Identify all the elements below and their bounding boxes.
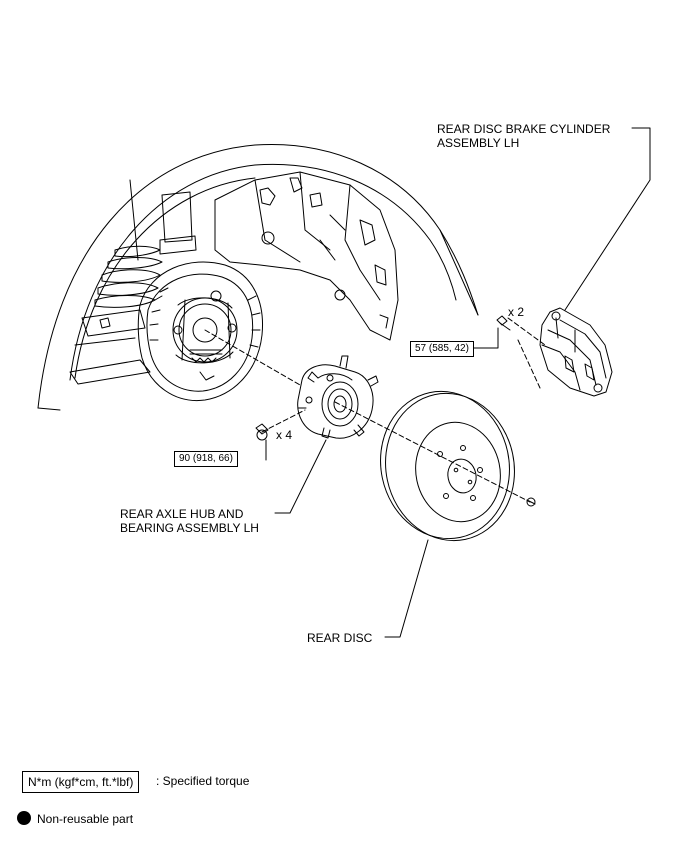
- hub-bolt-torque: 90 (918, 66): [174, 451, 238, 467]
- wheel-arch: [37, 143, 479, 411]
- legend-nonreusable-desc: Non-reusable part: [37, 812, 134, 826]
- nonreusable-dot-icon: [17, 811, 31, 825]
- caliper-bolt-torque: 57 (585, 42): [410, 341, 474, 357]
- fender-liner: [214, 171, 399, 341]
- legend-torque-unit: N*m (kgf*cm, ft.*lbf): [22, 771, 140, 793]
- backing-plate: [137, 261, 264, 402]
- caliper-bolt: [496, 315, 511, 331]
- hub-label-line1: REAR AXLE HUB AND: [120, 507, 244, 521]
- hub-bolt-qty: x 4: [276, 428, 293, 442]
- caliper-bolt-qty: x 2: [508, 305, 525, 319]
- rear-disc-rotor: [380, 390, 515, 542]
- disc-label: REAR DISC: [307, 631, 373, 645]
- disc-screw: [526, 497, 536, 507]
- leader-lines: [265, 127, 651, 638]
- alignment-lines: [204, 317, 546, 503]
- rear-axle-hub: [297, 355, 379, 439]
- hub-bolt: [255, 423, 269, 441]
- legend-torque-desc: : Specified torque: [156, 774, 250, 788]
- suspension-strut: [69, 179, 197, 385]
- brake-caliper: [539, 307, 613, 397]
- caliper-label-line1: REAR DISC BRAKE CYLINDER: [437, 122, 611, 136]
- caliper-label-line2: ASSEMBLY LH: [437, 136, 520, 150]
- hub-label-line2: BEARING ASSEMBLY LH: [120, 521, 259, 535]
